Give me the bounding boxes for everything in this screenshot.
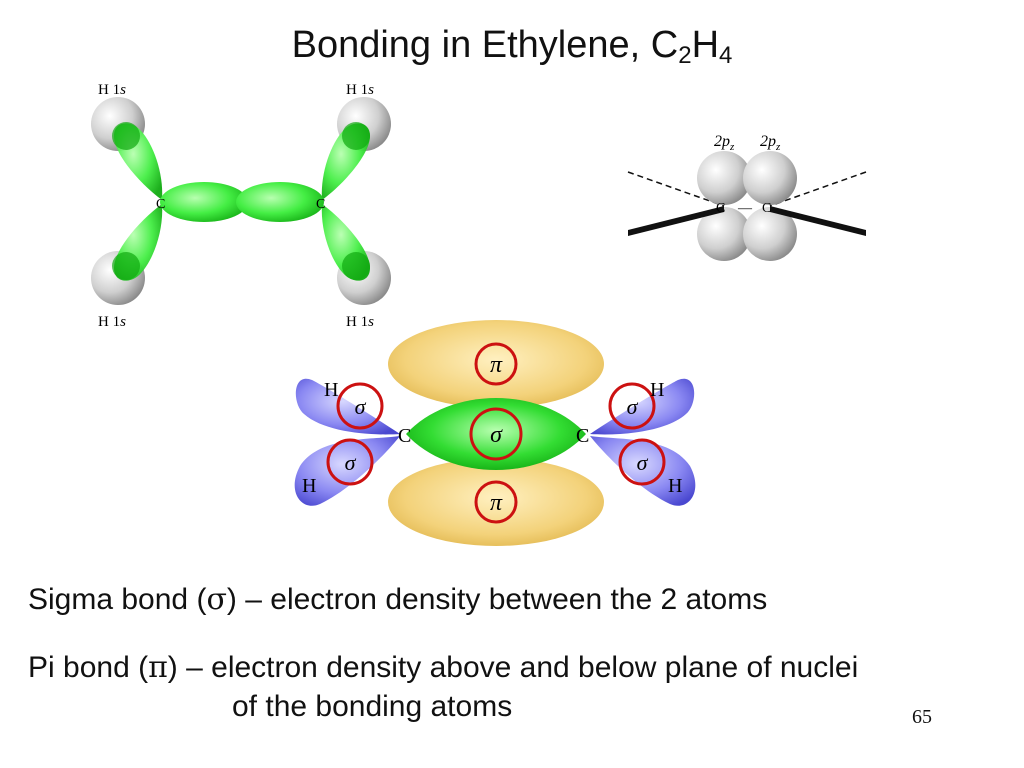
cc-lobe-left <box>160 182 248 222</box>
label-h-top-right: H <box>650 379 664 401</box>
ch-sigma-lobe-bottom-right <box>590 436 696 506</box>
p-lobe-bottom-right <box>743 207 797 261</box>
p-orbital-diagram: 2pz 2pz C — C <box>627 133 867 261</box>
p-lobe-top-left <box>697 151 751 205</box>
pi-label-bottom: π <box>490 490 503 516</box>
label-h-bottom-left: H <box>302 475 316 497</box>
sigma-text-b: ) – electron density between the 2 atoms <box>226 583 768 616</box>
sigma-label-bottom-right: σ <box>637 450 649 475</box>
sigma-framework-diagram: H 1s H 1s H 1s H 1s C C <box>91 82 391 330</box>
label-h1s-bottom-right: H 1s <box>346 314 374 330</box>
pi-symbol: π <box>148 650 168 685</box>
pi-text-a: Pi bond ( <box>28 651 149 684</box>
overlap-spot <box>342 252 370 280</box>
ch-sigma-lobe-top-left <box>295 378 400 435</box>
overlap-spot <box>112 122 140 150</box>
p-lobe-bottom-left <box>697 207 751 261</box>
ch-sigma-lobe-bottom-left <box>294 436 400 506</box>
title-main: Bonding in Ethylene, C <box>291 24 679 66</box>
label-h-bottom-right: H <box>668 475 682 497</box>
pi-circle-bottom <box>474 480 518 524</box>
p-lobe-top-right <box>743 151 797 205</box>
pi-circle-top <box>474 342 518 386</box>
wedge-bond-right <box>770 206 866 236</box>
pi-lobe-top <box>388 320 604 408</box>
dashed-bond-left <box>627 171 725 207</box>
overlap-spot <box>342 122 370 150</box>
label-cc-dash: — <box>737 201 753 216</box>
sigma-label-bottom-left: σ <box>345 450 357 475</box>
cc-sigma-bond <box>406 398 586 470</box>
sigma-pi-bond-diagram: π π σ σ σ σ σ H H H H C C <box>294 320 696 546</box>
label-h1s-bottom-left: H 1s <box>98 314 126 330</box>
label-carbon-right: C <box>762 201 771 216</box>
sigma-circle-top-left <box>336 382 384 430</box>
pi-lobe-bottom <box>388 458 604 546</box>
sigma-text-a: Sigma bond ( <box>28 583 207 616</box>
pi-text-b: ) – electron density above and below pla… <box>167 651 859 684</box>
pi-label-top: π <box>490 352 503 378</box>
sigma-label-top-right: σ <box>627 394 639 419</box>
pi-bond-description: Pi bond (π) – electron density above and… <box>28 650 858 685</box>
dashed-bond-right <box>769 171 867 207</box>
label-h1s-top-left: H 1s <box>98 82 126 98</box>
sigma-circle-cc <box>469 407 523 461</box>
title-sub-2: 2 <box>678 42 692 69</box>
label-2pz-right: 2pz <box>760 133 781 153</box>
label-carbon-left: C <box>716 201 725 216</box>
sigma-label-top-left: σ <box>355 394 367 419</box>
label-2pz-left: 2pz <box>714 133 735 153</box>
label-carbon-left: C <box>398 425 411 447</box>
wedge-bond-left <box>628 206 724 236</box>
title-sub-4: 4 <box>719 42 733 69</box>
sigma-symbol: σ <box>206 582 227 617</box>
label-carbon-right: C <box>576 425 589 447</box>
overlap-spot <box>112 252 140 280</box>
label-h-top-left: H <box>324 379 338 401</box>
sigma-circle-bottom-right <box>618 438 666 486</box>
title-h: H <box>691 24 720 66</box>
cc-lobe-right <box>236 182 324 222</box>
label-carbon-left: C <box>156 197 165 212</box>
slide-title: Bonding in Ethylene, C2H4 <box>0 24 1024 70</box>
sigma-circle-bottom-left <box>326 438 374 486</box>
label-carbon-right: C <box>316 197 325 212</box>
label-h1s-top-right: H 1s <box>346 82 374 98</box>
sigma-circle-top-right <box>608 382 656 430</box>
sigma-bond-description: Sigma bond (σ) – electron density betwee… <box>28 582 767 617</box>
page-number: 65 <box>912 706 932 728</box>
sigma-label-cc: σ <box>490 422 503 448</box>
pi-bond-description-cont: of the bonding atoms <box>232 690 513 723</box>
